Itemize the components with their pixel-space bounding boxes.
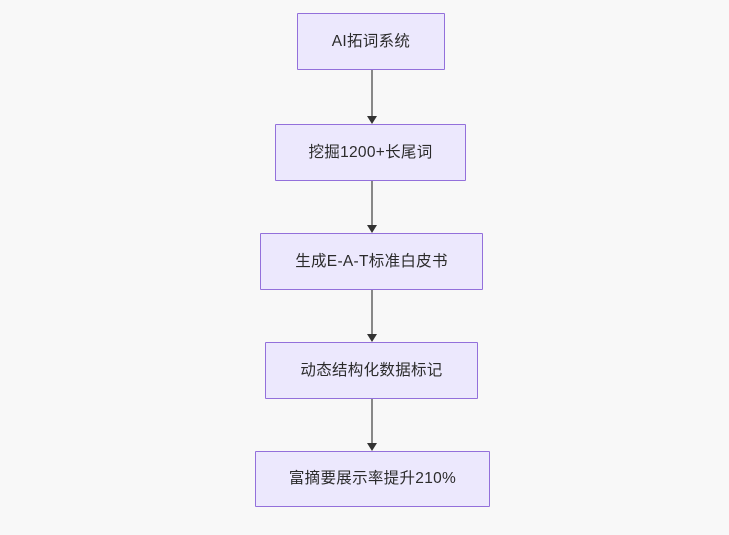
flow-node-label: 富摘要展示率提升210% [288, 470, 457, 488]
edge-line [371, 181, 373, 225]
flow-node-label: 挖掘1200+长尾词 [308, 143, 433, 161]
edge-line [371, 399, 373, 443]
arrowhead-icon [367, 116, 377, 124]
flow-node-rich-snippet-uplift[interactable]: 富摘要展示率提升210% [255, 451, 490, 507]
edge-line [371, 290, 373, 334]
flow-node-longtail-keywords[interactable]: 挖掘1200+长尾词 [275, 124, 466, 181]
flow-node-label: AI拓词系统 [331, 32, 411, 50]
edge-line [371, 70, 373, 116]
flow-node-ai-keyword-system[interactable]: AI拓词系统 [297, 13, 445, 70]
arrowhead-icon [367, 443, 377, 451]
flow-node-label: 生成E-A-T标准白皮书 [295, 252, 448, 270]
arrowhead-icon [367, 225, 377, 233]
flow-node-label: 动态结构化数据标记 [300, 361, 443, 379]
flow-node-structured-data-markup[interactable]: 动态结构化数据标记 [265, 342, 478, 399]
arrowhead-icon [367, 334, 377, 342]
flow-node-eat-whitepaper[interactable]: 生成E-A-T标准白皮书 [260, 233, 483, 290]
